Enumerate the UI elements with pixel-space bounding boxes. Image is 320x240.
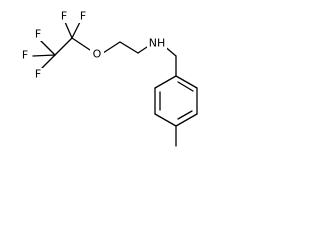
ring-double-bond-2 [177,110,193,120]
molecule-structure: F F F F F O NH [18,9,198,147]
atom-f-top-left: F [61,10,67,23]
ring-bond-1 [175,75,198,89]
bond-c2-f-left-top [39,39,56,56]
atom-f-top-right: F [80,10,86,23]
ring-bond-6 [154,75,177,89]
atom-oxygen: O [93,48,102,61]
atom-f-left-mid: F [22,49,28,62]
ring-bond-3 [175,113,198,127]
atom-f-left-bottom: F [35,68,41,81]
atom-label-group: F F F F F O NH [18,10,167,81]
ring-double-bond-1 [177,81,194,92]
ring-bond-4 [154,113,177,127]
atom-f-left-top: F [35,28,41,41]
bond-c1-o [71,37,91,51]
atom-nitrogen-h: NH [149,37,166,50]
bond-o-c3 [102,41,121,54]
bond-c1-c2 [54,37,73,56]
bond-c2-f-left-bottom [39,54,56,71]
bond-c1-f-top-left [64,21,73,39]
bond-group [32,21,198,147]
bond-c1-f-top-right [71,21,81,39]
bond-c2-f-left-mid [32,54,56,57]
bond-c3-c4 [119,41,139,54]
